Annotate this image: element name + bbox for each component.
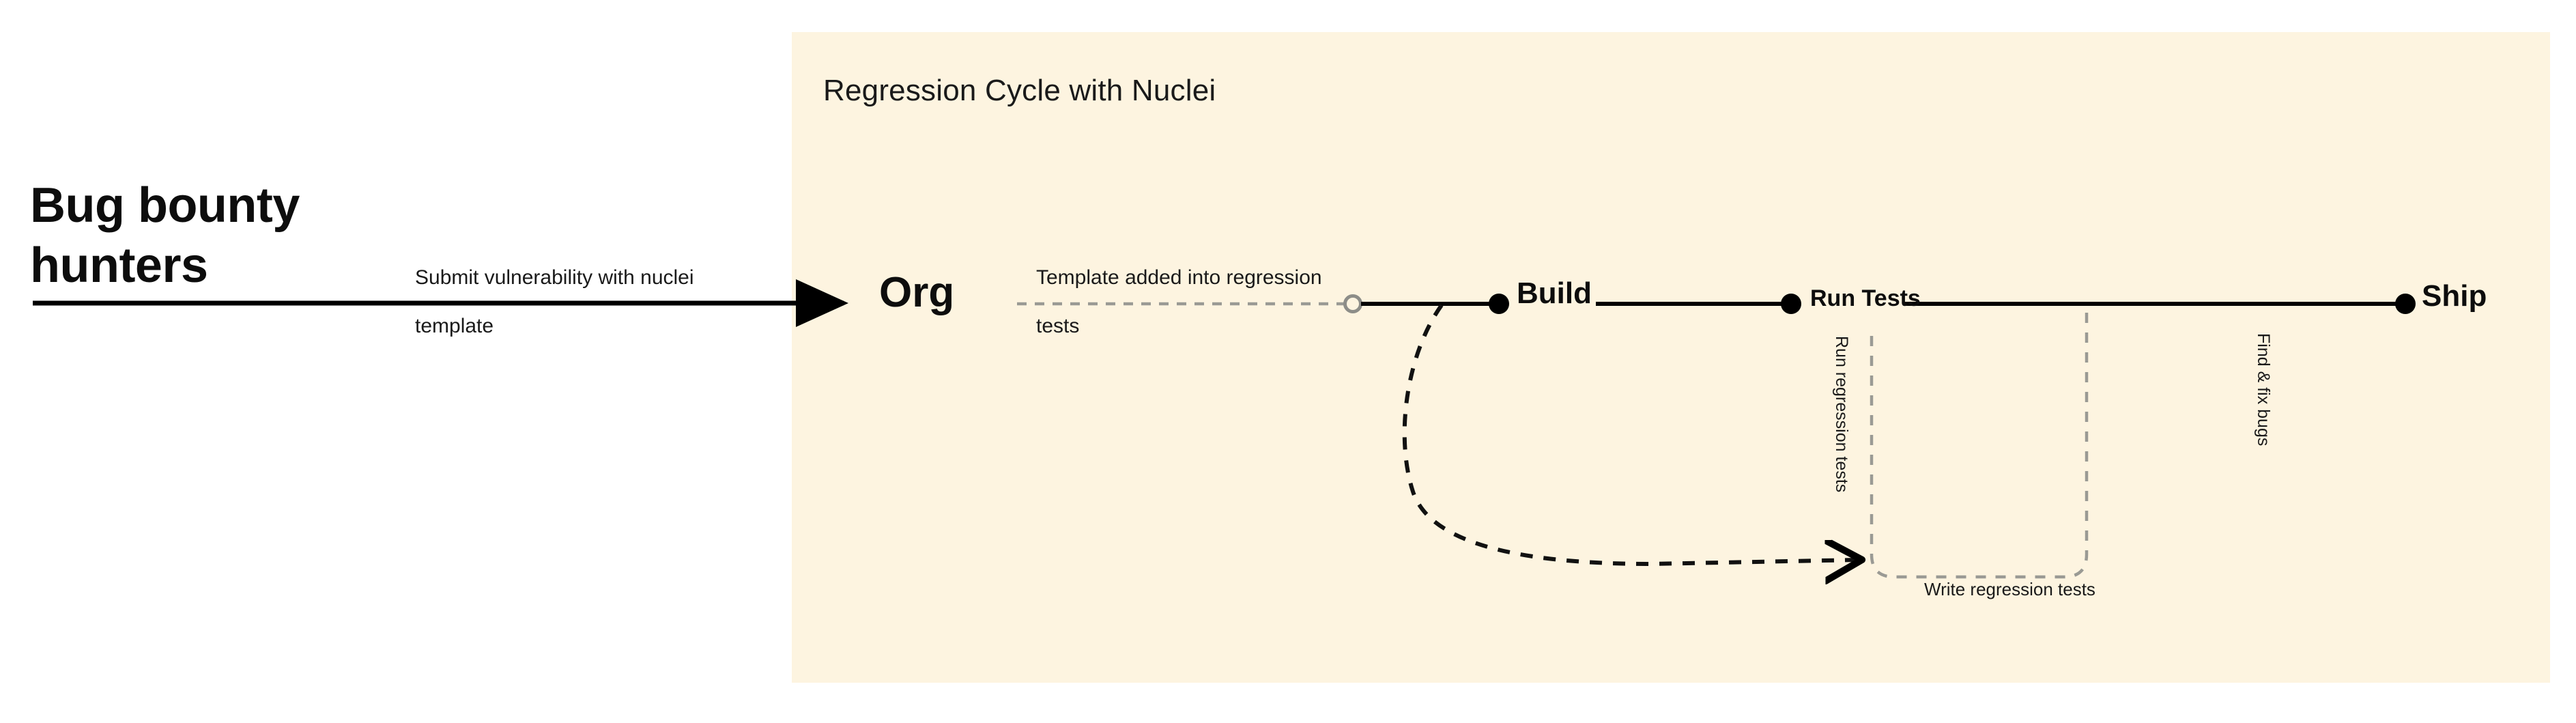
annotation-write-regression-tests: Write regression tests — [1924, 579, 2095, 599]
node-label-build: Build — [1517, 277, 1592, 310]
node-label-run-tests: Run Tests — [1810, 285, 1921, 311]
annotation-run-regression-tests: Run regression tests — [1832, 336, 1851, 493]
edge-label-template-added: Template added into regression tests — [1036, 266, 1322, 337]
node-label-ship: Ship — [2422, 279, 2487, 313]
panel-title: Regression Cycle with Nuclei — [823, 74, 1216, 107]
page-title-bug-bounty-hunters: Bug bounty hunters — [30, 178, 300, 293]
edge-label-submit-vulnerability: Submit vulnerability with nuclei templat… — [415, 266, 694, 337]
regression-cycle-panel — [792, 32, 2550, 683]
annotation-find-and-fix-bugs: Find & fix bugs — [2254, 333, 2273, 446]
node-label-org: Org — [879, 269, 955, 316]
